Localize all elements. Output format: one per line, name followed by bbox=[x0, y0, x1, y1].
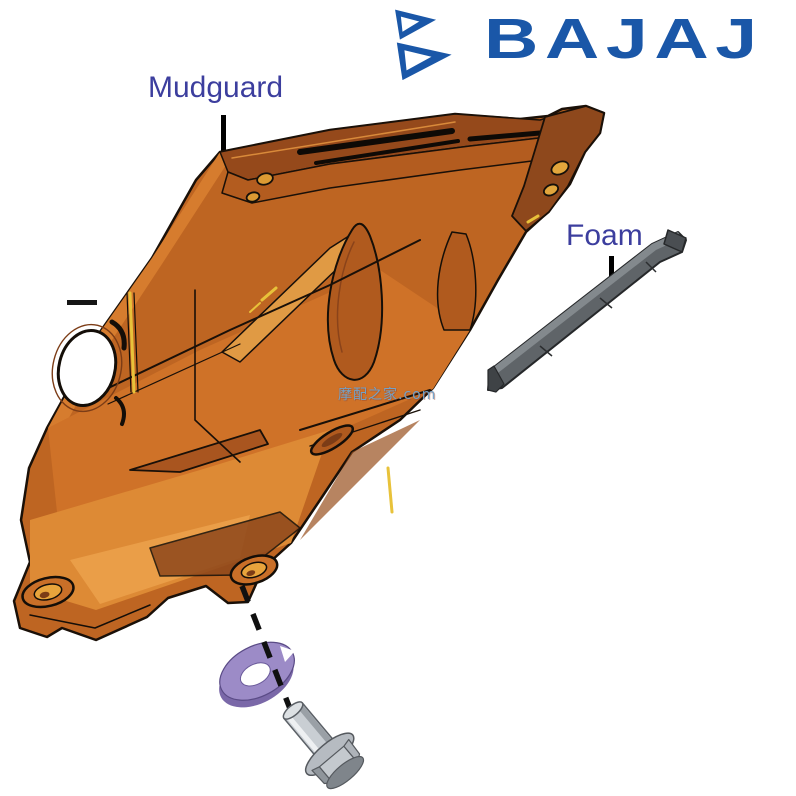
mudguard-part bbox=[12, 104, 606, 642]
bajaj-wordmark: BAJAJ bbox=[484, 7, 764, 71]
bolt-part bbox=[282, 701, 365, 790]
foam-part bbox=[487, 229, 687, 393]
mounting-boss bbox=[229, 554, 279, 586]
mudguard-oval-hole bbox=[51, 319, 127, 426]
watermark: 摩配之家.com bbox=[338, 387, 437, 403]
flange-hole bbox=[245, 172, 274, 203]
slot-hole bbox=[309, 424, 355, 456]
bajaj-emblem-icon bbox=[395, 9, 452, 80]
label-mudguard: Mudguard bbox=[148, 71, 284, 104]
foam-pointer-line bbox=[609, 256, 614, 283]
assembly-dashed-line bbox=[239, 584, 299, 726]
bajaj-logo: BAJAJ bbox=[372, 2, 776, 80]
mounting-boss bbox=[21, 575, 75, 609]
flap-hole bbox=[542, 160, 570, 197]
tick-mark bbox=[67, 300, 97, 305]
washer-notch bbox=[280, 646, 295, 662]
mudguard-pointer-line bbox=[221, 115, 226, 153]
washer-part bbox=[219, 641, 295, 708]
label-foam: Foam bbox=[566, 219, 643, 252]
